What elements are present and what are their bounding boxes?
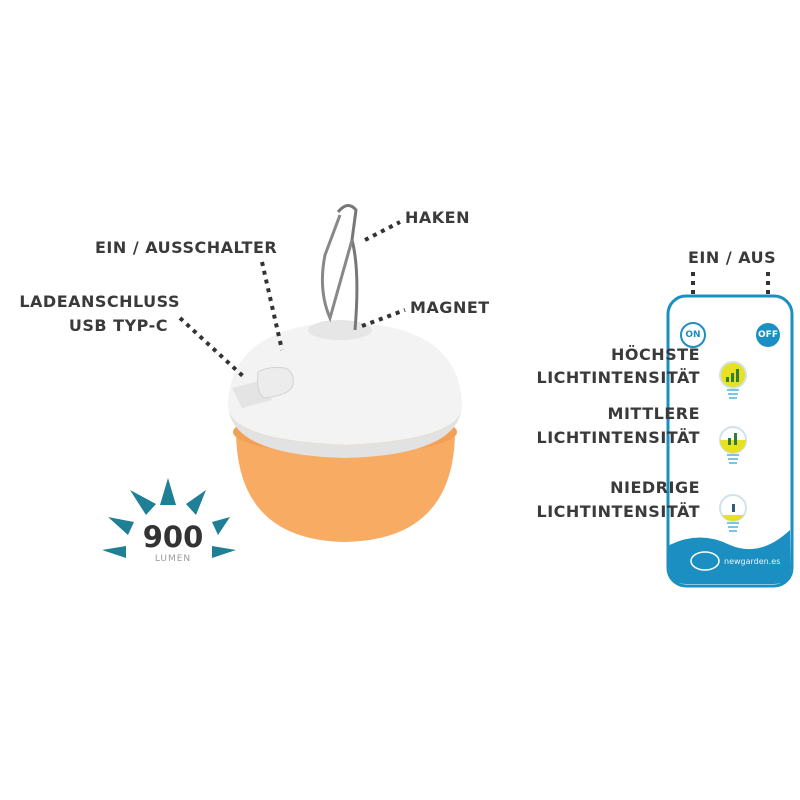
lumen-value: 900	[142, 520, 204, 554]
brand-url: newgarden.es	[724, 557, 781, 566]
label-charging-2: USB TYP-C	[68, 316, 168, 335]
off-button[interactable]	[756, 323, 780, 347]
on-button[interactable]	[680, 322, 706, 348]
label-high-1: HÖCHSTE	[611, 345, 700, 364]
label-magnet: MAGNET	[410, 298, 490, 317]
label-mid-1: MITTLERE	[607, 404, 700, 423]
bulb-low-icon[interactable]	[719, 494, 747, 532]
off-button-label[interactable]: OFF	[758, 330, 778, 340]
bulb-medium-icon[interactable]	[719, 426, 747, 464]
lumen-unit: LUMEN	[154, 554, 192, 564]
label-low-1: NIEDRIGE	[610, 478, 700, 497]
label-on-off: EIN / AUS	[688, 248, 777, 267]
remote-control	[666, 294, 794, 588]
label-mid-2: LICHTINTENSITÄT	[536, 428, 700, 447]
bulb-high-icon[interactable]	[719, 361, 747, 399]
label-high-2: LICHTINTENSITÄT	[536, 368, 700, 387]
lamp-image	[228, 204, 462, 542]
brand-logo	[690, 551, 720, 571]
on-button-label[interactable]: ON	[685, 330, 701, 340]
label-hook: HAKEN	[405, 208, 470, 227]
sun-icon	[102, 478, 236, 558]
label-charging-1: LADEANSCHLUSS	[19, 292, 180, 311]
label-switch: EIN / AUSSCHALTER	[95, 238, 278, 257]
label-low-2: LICHTINTENSITÄT	[536, 502, 700, 521]
